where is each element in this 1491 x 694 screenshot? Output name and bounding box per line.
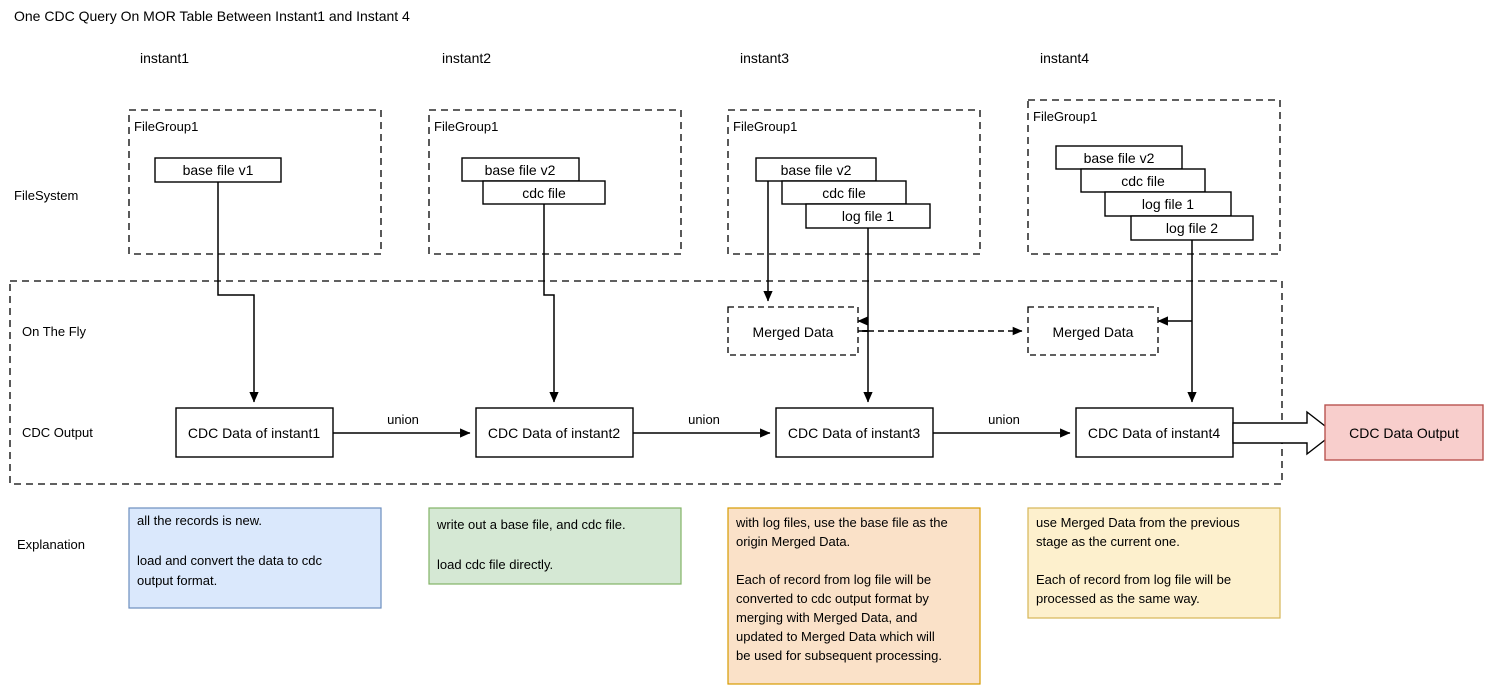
file-label-base-file-v1: base file v1	[183, 162, 254, 178]
explanation-line: all the records is new.	[137, 513, 262, 528]
column-header-instant3: instant3	[740, 50, 789, 66]
explanation-line: load cdc file directly.	[437, 557, 553, 572]
file-label-log-file-1-c4: log file 1	[1142, 196, 1194, 212]
cdc-data-box-instant3[interactable]	[775, 407, 934, 458]
row-label-explanation: Explanation	[17, 537, 85, 552]
column-header-instant4: instant4	[1040, 50, 1089, 66]
explanation-line: Each of record from log file will be	[1036, 572, 1231, 587]
explanation-line: origin Merged Data.	[736, 534, 850, 549]
explanation-card-1[interactable]: all the records is new. load and convert…	[128, 507, 382, 609]
file-label-log-file-1-c3: log file 1	[842, 208, 894, 224]
connector-c1-base-to-cdc-data	[217, 182, 259, 403]
explanation-line: processed as the same way.	[1036, 591, 1200, 606]
filegroup-region-3	[727, 109, 981, 255]
explanation-line: output format.	[137, 573, 217, 588]
cdc-data-output-label: CDC Data Output	[1349, 425, 1459, 441]
row-label-filesystem: FileSystem	[14, 188, 78, 203]
file-label-cdc-file-c4: cdc file	[1121, 173, 1165, 189]
explanation-line: write out a base file, and cdc file.	[436, 517, 626, 532]
explanation-line: stage as the current one.	[1036, 534, 1180, 549]
filegroup-label-4: FileGroup1	[1033, 109, 1097, 124]
file-label-base-file-v2-c3: base file v2	[781, 162, 852, 178]
merged-data-label-instant3: Merged Data	[753, 324, 834, 340]
merged-data-box-instant4[interactable]	[1027, 306, 1159, 356]
merged-data-label-instant4: Merged Data	[1053, 324, 1134, 340]
cdc-data-label-instant1: CDC Data of instant1	[188, 425, 320, 441]
file-box-log-file-1-c3[interactable]	[805, 203, 931, 229]
explanation-line: load and convert the data to cdc	[137, 553, 323, 568]
filegroup-label-1: FileGroup1	[134, 119, 198, 134]
connector-c2-cdc-file-to-cdc-data	[543, 204, 559, 403]
filegroup-label-2: FileGroup1	[434, 119, 498, 134]
file-label-base-file-v2-c4: base file v2	[1084, 150, 1155, 166]
filegroup-region-2	[428, 109, 682, 255]
cdc-data-box-instant4[interactable]	[1075, 407, 1234, 458]
union-label-1: union	[387, 412, 419, 427]
cdc-data-output-box[interactable]	[1324, 404, 1484, 461]
filegroup-region-4	[1027, 99, 1281, 255]
union-label-2: union	[688, 412, 720, 427]
filegroup-region-1	[128, 109, 382, 255]
file-box-log-file-2-c4[interactable]	[1130, 215, 1254, 241]
final-output-block-arrow	[1232, 410, 1336, 456]
explanation-line: Each of record from log file will be	[736, 572, 931, 587]
explanation-line: with log files, use the base file as the	[735, 515, 948, 530]
cdc-data-box-instant2[interactable]	[475, 407, 634, 458]
explanation-line: be used for subsequent processing.	[736, 648, 942, 663]
explanation-box-1[interactable]	[128, 507, 382, 609]
explanation-card-4[interactable]: use Merged Data from the previous stage …	[1027, 507, 1281, 619]
merged-data-box-instant3[interactable]	[727, 306, 859, 356]
explanation-line: converted to cdc output format by	[736, 591, 929, 606]
row-label-cdc-output: CDC Output	[22, 425, 93, 440]
file-box-base-file-v1[interactable]	[154, 157, 282, 183]
row-label-on-the-fly: On The Fly	[22, 324, 87, 339]
file-label-base-file-v2-c2: base file v2	[485, 162, 556, 178]
cdc-data-label-instant2: CDC Data of instant2	[488, 425, 620, 441]
explanation-card-2[interactable]: write out a base file, and cdc file. loa…	[428, 507, 682, 585]
explanation-line: use Merged Data from the previous	[1036, 515, 1240, 530]
file-box-log-file-1-c4[interactable]	[1104, 191, 1232, 217]
explanation-line: updated to Merged Data which will	[736, 629, 935, 644]
file-label-cdc-file-c3: cdc file	[822, 185, 866, 201]
column-header-instant1: instant1	[140, 50, 189, 66]
page-title: One CDC Query On MOR Table Between Insta…	[14, 8, 410, 24]
explanation-box-3[interactable]	[727, 507, 981, 685]
cdc-data-label-instant4: CDC Data of instant4	[1088, 425, 1220, 441]
processing-region	[9, 280, 1283, 485]
explanation-card-3[interactable]: with log files, use the base file as the…	[727, 507, 981, 685]
file-label-log-file-2-c4: log file 2	[1166, 220, 1218, 236]
explanation-box-4[interactable]	[1027, 507, 1281, 619]
explanation-box-2[interactable]	[428, 507, 682, 585]
explanation-line: merging with Merged Data, and	[736, 610, 917, 625]
column-header-instant2: instant2	[442, 50, 491, 66]
cdc-data-label-instant3: CDC Data of instant3	[788, 425, 920, 441]
filegroup-label-3: FileGroup1	[733, 119, 797, 134]
file-label-cdc-file-c2: cdc file	[522, 185, 566, 201]
cdc-data-box-instant1[interactable]	[175, 407, 334, 458]
union-label-3: union	[988, 412, 1020, 427]
